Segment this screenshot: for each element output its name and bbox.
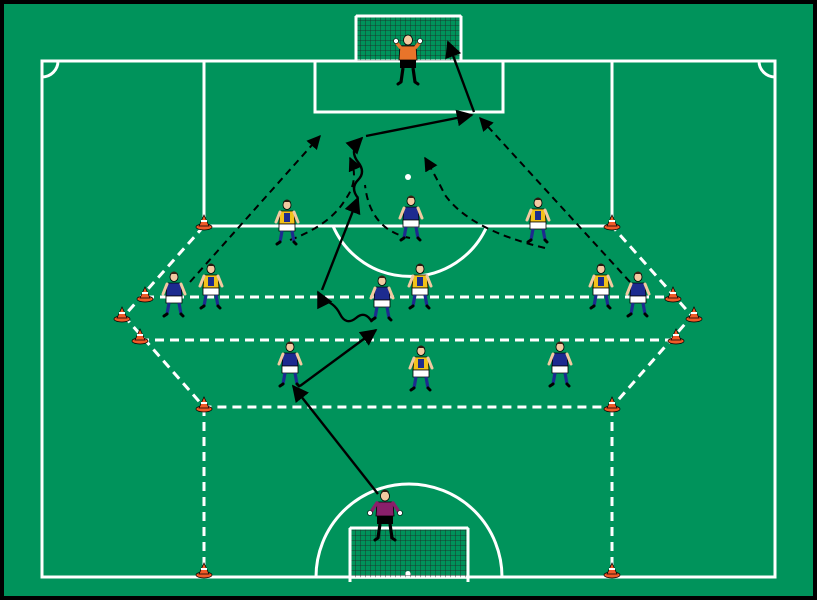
penalty-spot xyxy=(405,174,411,180)
shot-arrow xyxy=(445,40,476,113)
goalkeeper-bottom xyxy=(367,489,403,542)
run-arrow-right-mid xyxy=(424,156,546,249)
grass xyxy=(4,4,813,596)
zone-lines xyxy=(121,225,695,574)
center-circle xyxy=(314,482,504,578)
bottom-goal xyxy=(348,526,470,582)
pass-arrow-3 xyxy=(320,196,361,291)
pass-arrow-2 xyxy=(299,329,378,387)
run-arrows xyxy=(189,116,631,283)
run-arrow-left-mid xyxy=(289,156,362,241)
pass-arrow-4 xyxy=(365,109,474,138)
run-arrow-center xyxy=(364,184,411,239)
penalty-arc xyxy=(331,225,489,278)
pass-arrows xyxy=(291,40,476,495)
pass-arrow-1 xyxy=(291,384,379,495)
run-arrow-right-wing xyxy=(479,116,631,283)
run-arrow-left-wing xyxy=(189,134,321,283)
dribble-arrow-2 xyxy=(345,136,364,199)
corner-arcs xyxy=(41,60,776,79)
channel-lines xyxy=(202,407,614,574)
dribble-arrow-1 xyxy=(316,290,374,323)
goalkeeper-top xyxy=(393,34,423,86)
